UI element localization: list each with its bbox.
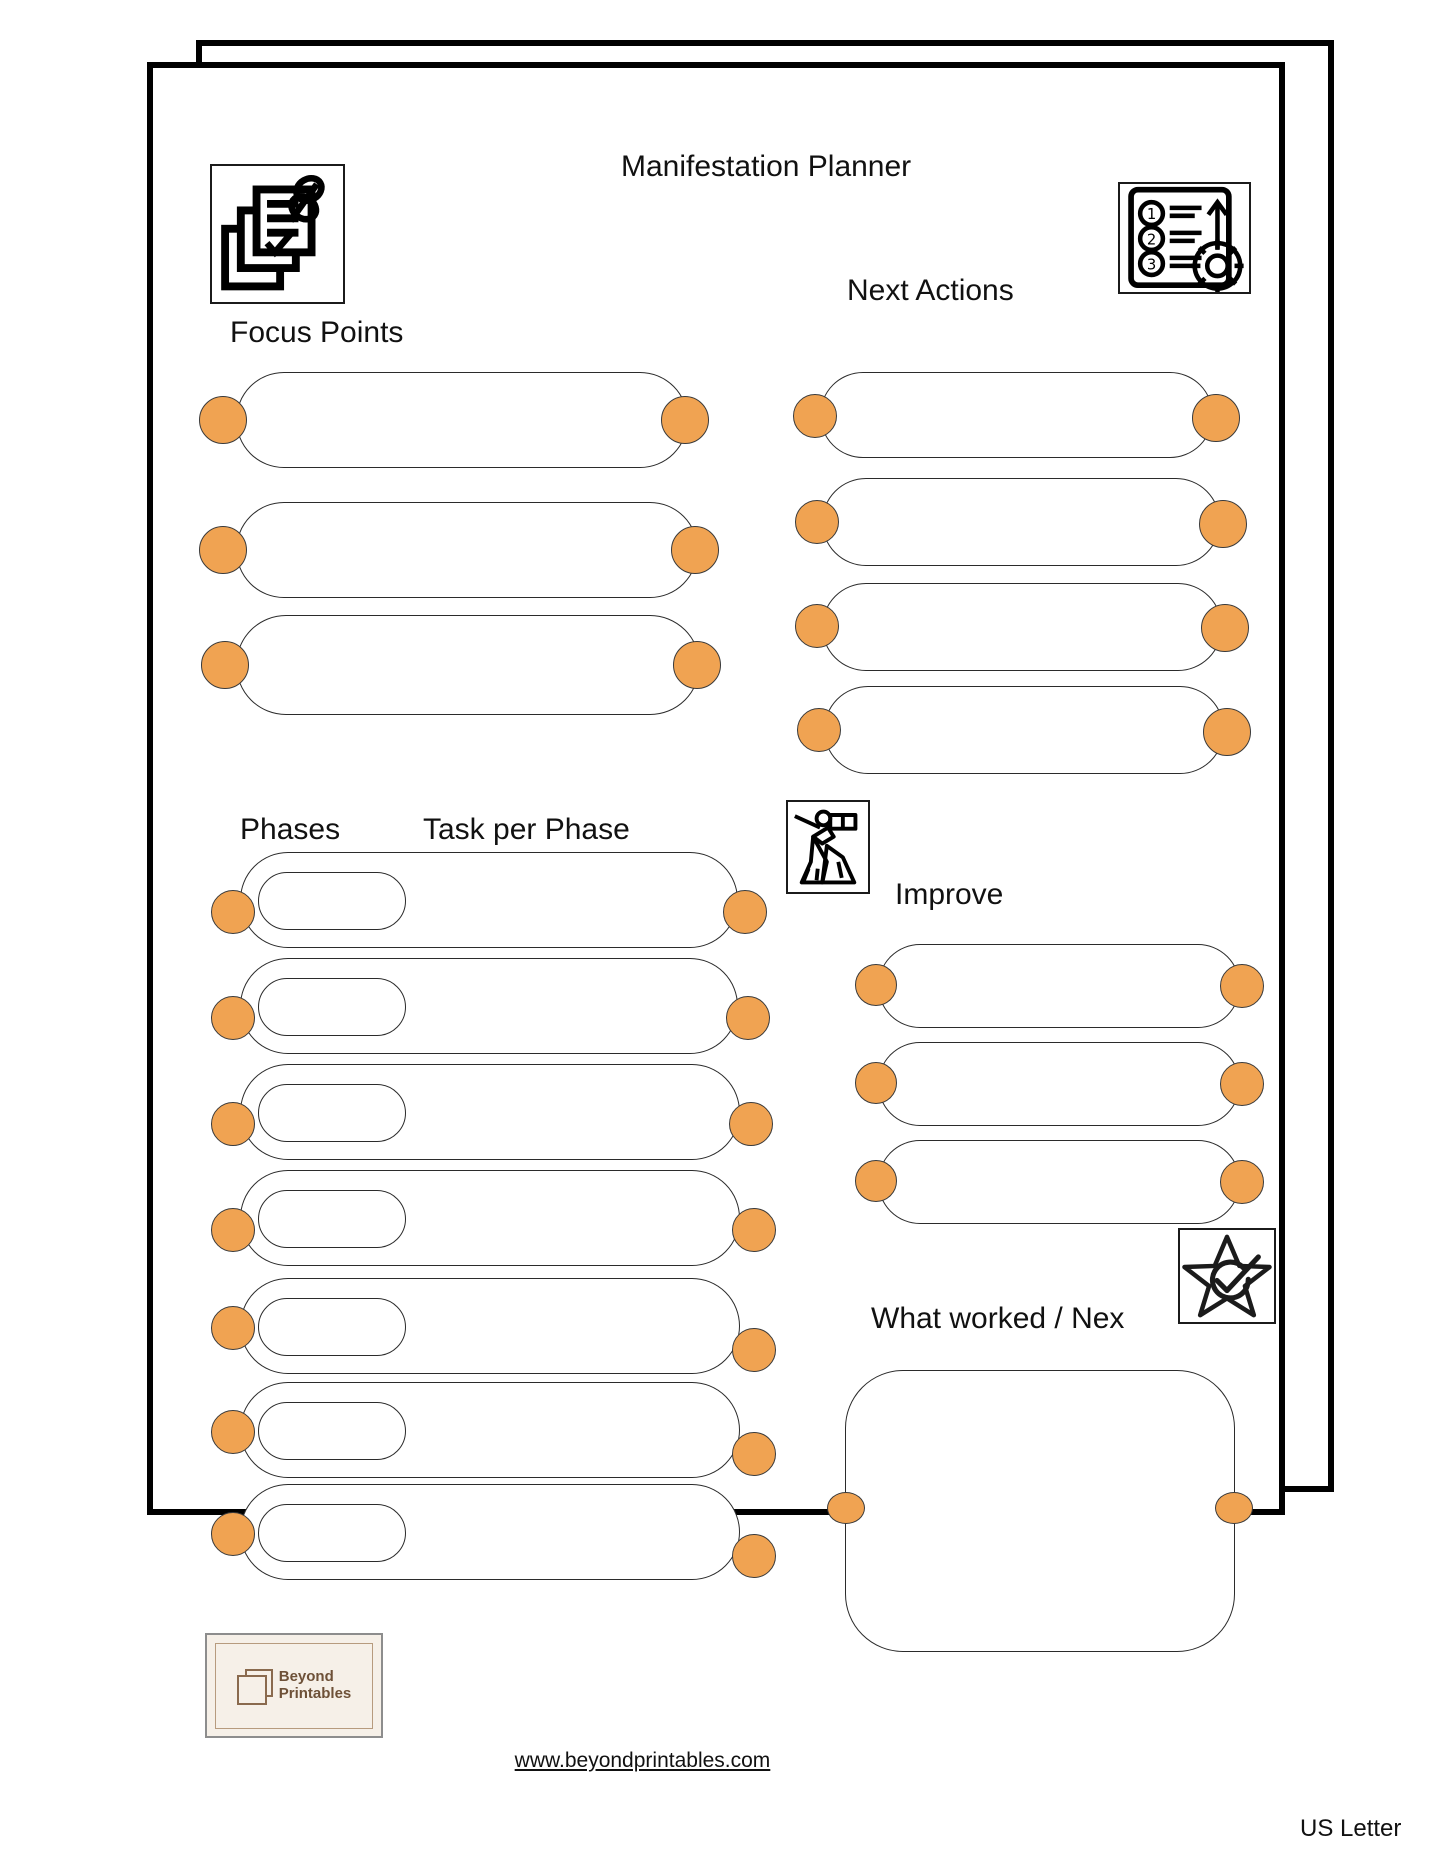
phase-label-box[interactable] — [258, 1084, 406, 1142]
row-dot-left — [211, 996, 255, 1040]
focus-points-row[interactable] — [236, 502, 698, 598]
improve-row[interactable] — [878, 1042, 1240, 1126]
row-dot-left — [855, 1160, 897, 1202]
next-actions-heading: Next Actions — [847, 274, 1014, 307]
row-dot-left — [211, 1208, 255, 1252]
page-sheet-front — [147, 62, 1285, 1515]
row-dot-left — [797, 708, 841, 752]
row-dot-right — [1199, 500, 1247, 548]
row-dot-left — [211, 1410, 255, 1454]
improve-heading: Improve — [895, 878, 1004, 911]
next-actions-row[interactable] — [822, 478, 1220, 566]
row-dot-right — [1215, 1492, 1253, 1524]
row-dot-right — [673, 641, 721, 689]
brand-logo-inner: Beyond Printables — [215, 1642, 373, 1729]
improve-row[interactable] — [878, 1140, 1240, 1224]
climber-flag-icon — [786, 800, 870, 894]
next-actions-row[interactable] — [820, 372, 1213, 458]
row-dot-left — [199, 396, 247, 444]
brand-name: Beyond Printables — [279, 1669, 352, 1701]
next-actions-row[interactable] — [822, 583, 1222, 671]
svg-text:1: 1 — [1147, 206, 1156, 223]
row-dot-left — [795, 604, 839, 648]
row-dot-left — [211, 890, 255, 934]
row-dot-right — [729, 1102, 773, 1146]
svg-text:3: 3 — [1147, 256, 1156, 273]
what-worked-heading: What worked / Nex — [871, 1302, 1125, 1335]
row-dot-left — [201, 641, 249, 689]
row-dot-right — [1220, 1062, 1264, 1106]
checklist-pin-icon — [210, 164, 345, 304]
next-actions-row[interactable] — [824, 686, 1224, 774]
row-dot-left — [199, 526, 247, 574]
row-dot-right — [726, 996, 770, 1040]
task-per-phase-heading: Task per Phase — [423, 813, 630, 846]
phase-label-box[interactable] — [258, 1504, 406, 1562]
pages-stack-icon — [236, 1668, 273, 1705]
star-check-icon — [1178, 1228, 1276, 1324]
phase-label-box[interactable] — [258, 1402, 406, 1460]
phase-label-box[interactable] — [258, 1298, 406, 1356]
website-url[interactable]: www.beyondprintables.com — [514, 1749, 771, 1772]
row-dot-right — [732, 1432, 776, 1476]
row-dot-right — [1220, 964, 1264, 1008]
numbered-list-gear-icon: 1 2 3 — [1118, 182, 1251, 294]
focus-points-row[interactable] — [236, 615, 700, 715]
row-dot-right — [1203, 708, 1251, 756]
phase-label-box[interactable] — [258, 872, 406, 930]
row-dot-left — [795, 500, 839, 544]
brand-logo: Beyond Printables — [205, 1633, 383, 1738]
row-dot-right — [1220, 1160, 1264, 1204]
row-dot-right — [723, 890, 767, 934]
row-dot-left — [211, 1306, 255, 1350]
improve-row[interactable] — [878, 944, 1240, 1028]
phase-label-box[interactable] — [258, 978, 406, 1036]
focus-points-heading: Focus Points — [230, 316, 404, 349]
row-dot-right — [732, 1328, 776, 1372]
page-title: Manifestation Planner — [621, 150, 912, 183]
svg-text:2: 2 — [1147, 231, 1156, 248]
what-worked-note-area[interactable] — [845, 1370, 1235, 1652]
paper-size-label: US Letter — [1300, 1815, 1402, 1842]
brand-name-line2: Printables — [278, 1684, 352, 1702]
row-dot-left — [827, 1492, 865, 1524]
row-dot-left — [855, 964, 897, 1006]
row-dot-left — [211, 1102, 255, 1146]
phase-label-box[interactable] — [258, 1190, 406, 1248]
phases-heading: Phases — [240, 813, 341, 846]
row-dot-left — [855, 1062, 897, 1104]
row-dot-left — [793, 394, 837, 438]
focus-points-row[interactable] — [236, 372, 688, 468]
row-dot-right — [1201, 604, 1249, 652]
row-dot-left — [211, 1512, 255, 1556]
row-dot-right — [661, 396, 709, 444]
row-dot-right — [732, 1534, 776, 1578]
row-dot-right — [1192, 394, 1240, 442]
row-dot-right — [671, 526, 719, 574]
brand-name-line1: Beyond — [278, 1668, 334, 1686]
row-dot-right — [732, 1208, 776, 1252]
